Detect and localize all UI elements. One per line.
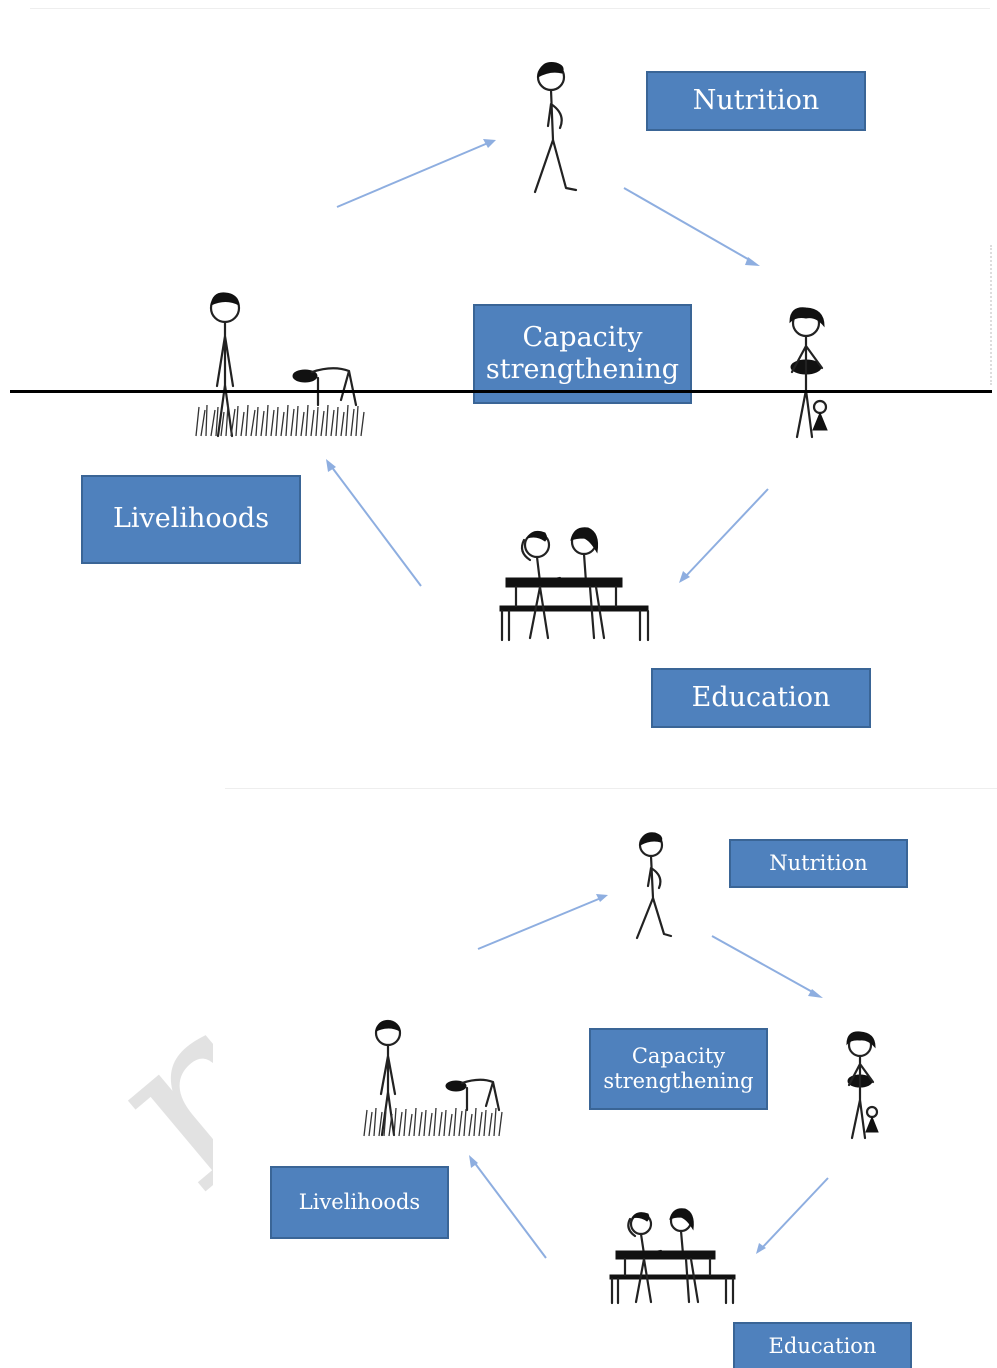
divider-line [10,390,992,393]
education-box: Education [733,1322,912,1368]
farmers-in-field-icon [195,292,365,438]
bottom-drawing [363,832,879,1305]
capacity-strengthening-box: Capacity strengthening [589,1028,768,1110]
arrow-nutrition-to-mother [711,935,823,998]
education-label: Education [691,681,831,713]
arrow-nutrition-to-mother [623,187,760,266]
capacity-strengthening-box: Capacity strengthening [473,304,692,404]
capacity-label-line1: Capacity [522,321,643,353]
right-edge-artifact [990,245,997,385]
livelihoods-box: Livelihoods [81,475,301,564]
mother-and-child-icon [789,307,828,439]
arrow-mother-to-education [756,1177,829,1254]
walking-person-icon [533,62,578,194]
arrow-livelihoods-to-nutrition [477,894,608,950]
diagram-panel-top: Nutrition Capacity strengthening Livelih… [30,8,990,728]
students-at-desk-icon [499,527,650,642]
arrow-livelihoods-to-nutrition [336,139,496,208]
livelihoods-label: Livelihoods [298,1189,421,1214]
arrow-mother-to-education [679,488,769,583]
capacity-label-line2: strengthening [603,1069,754,1093]
livelihoods-box: Livelihoods [270,1166,449,1239]
mother-and-child-icon [846,1031,879,1140]
capacity-label-line2: strengthening [485,354,680,385]
nutrition-label: Nutrition [769,850,868,875]
bottom-rule [225,788,997,789]
livelihoods-label: Livelihoods [112,503,270,535]
walking-person-icon [635,832,673,940]
students-at-desk-icon [609,1208,736,1305]
nutrition-label: Nutrition [692,84,820,116]
arrow-education-to-livelihoods [469,1155,547,1259]
diagram-panel-bottom: Nutrition Capacity strengthening Livelih… [213,790,997,1368]
education-label: Education [768,1334,877,1359]
nutrition-box: Nutrition [729,839,908,888]
nutrition-box: Nutrition [646,71,866,131]
arrow-education-to-livelihoods [326,459,422,587]
top-rule [30,8,990,9]
capacity-label-line1: Capacity [631,1043,726,1068]
top-drawing [195,62,828,642]
farmers-in-field-icon [363,1019,503,1137]
education-box: Education [651,668,871,728]
